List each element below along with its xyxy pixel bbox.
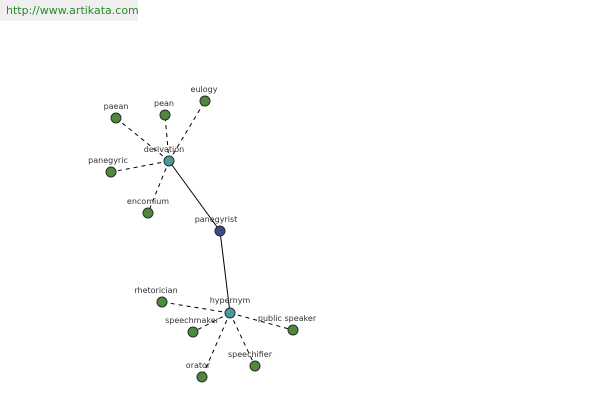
edge-panegyrist-derivation [168, 160, 221, 232]
node-label-speechifier: speechifier [228, 350, 273, 359]
node-label-pean: pean [154, 99, 174, 108]
node-label-hypernym: hypernym [210, 296, 251, 305]
nodes-layer: panegyrist derivation hypernym paean pean eul… [88, 85, 317, 383]
edge-hypernym-public-speaker [229, 312, 294, 331]
edge-hypernym-rhetorician [161, 301, 231, 314]
node-label-panegyrist: panegyrist [195, 215, 238, 224]
node-eulogy[interactable]: eulogy [191, 85, 218, 107]
node-rhetorician[interactable]: rhetorician [134, 286, 178, 308]
node-circle-speechmaker[interactable] [187, 326, 199, 338]
edge-derivation-panegyric [110, 160, 170, 173]
edge-hypernym-orator [201, 312, 231, 378]
node-speechmaker[interactable]: speechmaker [165, 316, 220, 338]
node-circle-panegyric[interactable] [105, 166, 117, 178]
node-circle-eulogy[interactable] [199, 95, 211, 107]
edge-hypernym-speechifier [229, 312, 256, 367]
edges-layer [110, 100, 294, 378]
node-circle-rhetorician[interactable] [156, 296, 168, 308]
edge-derivation-pean [164, 114, 170, 162]
node-label-orator: orator [186, 361, 211, 370]
node-circle-public-speaker[interactable] [287, 324, 299, 336]
node-encomium[interactable]: encomium [127, 197, 169, 219]
node-orator[interactable]: orator [186, 361, 211, 383]
node-hypernym[interactable]: hypernym [210, 296, 251, 319]
node-label-encomium: encomium [127, 197, 169, 206]
node-circle-encomium[interactable] [142, 207, 154, 219]
node-speechifier[interactable]: speechifier [228, 350, 273, 372]
edge-derivation-encomium [147, 160, 170, 214]
edge-hypernym-speechmaker [192, 312, 231, 333]
node-label-eulogy: eulogy [191, 85, 218, 94]
node-circle-derivation[interactable] [163, 155, 175, 167]
node-panegyrist[interactable]: panegyrist [195, 215, 238, 237]
node-circle-paean[interactable] [110, 112, 122, 124]
node-pean[interactable]: pean [154, 99, 174, 121]
edge-panegyrist-hypernym [219, 230, 231, 314]
node-label-derivation: derivation [144, 145, 184, 154]
watermark-banner: http://www.artikata.com [0, 0, 139, 21]
watermark-url[interactable]: http://www.artikata.com [6, 4, 139, 17]
edge-derivation-eulogy [168, 100, 206, 162]
node-label-public-speaker: public speaker [258, 314, 317, 323]
node-circle-orator[interactable] [196, 371, 208, 383]
node-label-panegyric: panegyric [88, 156, 128, 165]
node-circle-panegyrist[interactable] [214, 225, 226, 237]
node-derivation[interactable]: derivation [144, 145, 184, 167]
node-label-rhetorician: rhetorician [134, 286, 177, 295]
node-panegyric[interactable]: panegyric [88, 156, 128, 178]
node-circle-hypernym[interactable] [224, 307, 236, 319]
edge-derivation-paean [115, 117, 170, 162]
node-label-paean: paean [104, 102, 129, 111]
node-public-speaker[interactable]: public speaker [258, 314, 317, 336]
node-circle-pean[interactable] [159, 109, 171, 121]
node-circle-speechifier[interactable] [249, 360, 261, 372]
node-label-speechmaker: speechmaker [165, 316, 220, 325]
node-paean[interactable]: paean [104, 102, 129, 124]
